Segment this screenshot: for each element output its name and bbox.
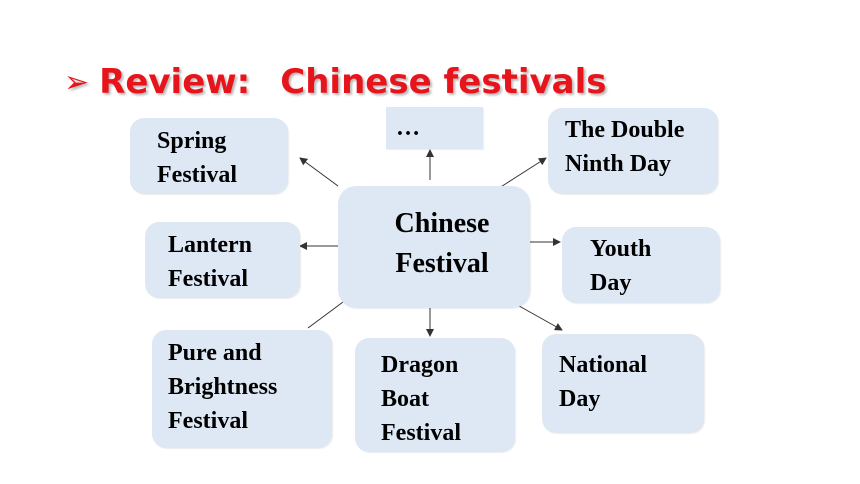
node-line: National <box>559 352 648 378</box>
title-topic: Chinese festivals <box>280 62 607 102</box>
node-line: Brightness <box>168 374 278 400</box>
node-line: Day <box>559 386 601 412</box>
node-line: Lantern <box>168 232 252 258</box>
center-line: Chinese <box>394 208 490 239</box>
node-dragon-boat-festival: Dragon Boat Festival <box>355 338 515 452</box>
node-line: The Double <box>565 117 685 143</box>
node-line: Festival <box>157 162 237 188</box>
node-line: Ninth Day <box>565 151 672 177</box>
node-ellipsis: … <box>386 107 483 149</box>
arrowhead-bullet-icon: ➢ <box>64 64 90 100</box>
node-lantern-festival: Lantern Festival <box>145 222 300 298</box>
arrow-to-spring-festival <box>299 157 339 187</box>
node-line: … <box>396 115 420 141</box>
center-line: Festival <box>395 248 489 279</box>
node-line: Pure and <box>168 340 262 366</box>
node-line: Boat <box>381 386 429 412</box>
node-line: Youth <box>590 236 652 262</box>
center-node-chinese-festival: Chinese Festival <box>338 186 530 308</box>
node-line: Spring <box>157 128 227 154</box>
node-line: Dragon <box>381 352 459 378</box>
line-to-pure-brightness-festival <box>307 301 344 329</box>
node-youth-day: Youth Day <box>562 227 720 303</box>
slide-title: ➢ Review: Chinese festivals <box>64 56 606 108</box>
node-line: Day <box>590 270 632 296</box>
node-line: Festival <box>381 420 461 446</box>
title-prefix: Review: <box>99 62 251 102</box>
arrow-to-double-ninth-day <box>495 157 547 191</box>
node-line: Festival <box>168 408 248 434</box>
node-national-day: National Day <box>542 334 704 433</box>
node-spring-festival: Spring Festival <box>130 118 288 194</box>
arrow-to-national-day <box>511 301 563 331</box>
node-double-ninth-day: The Double Ninth Day <box>548 108 718 194</box>
node-line: Festival <box>168 266 248 292</box>
node-pure-brightness-festival: Pure and Brightness Festival <box>152 330 332 448</box>
